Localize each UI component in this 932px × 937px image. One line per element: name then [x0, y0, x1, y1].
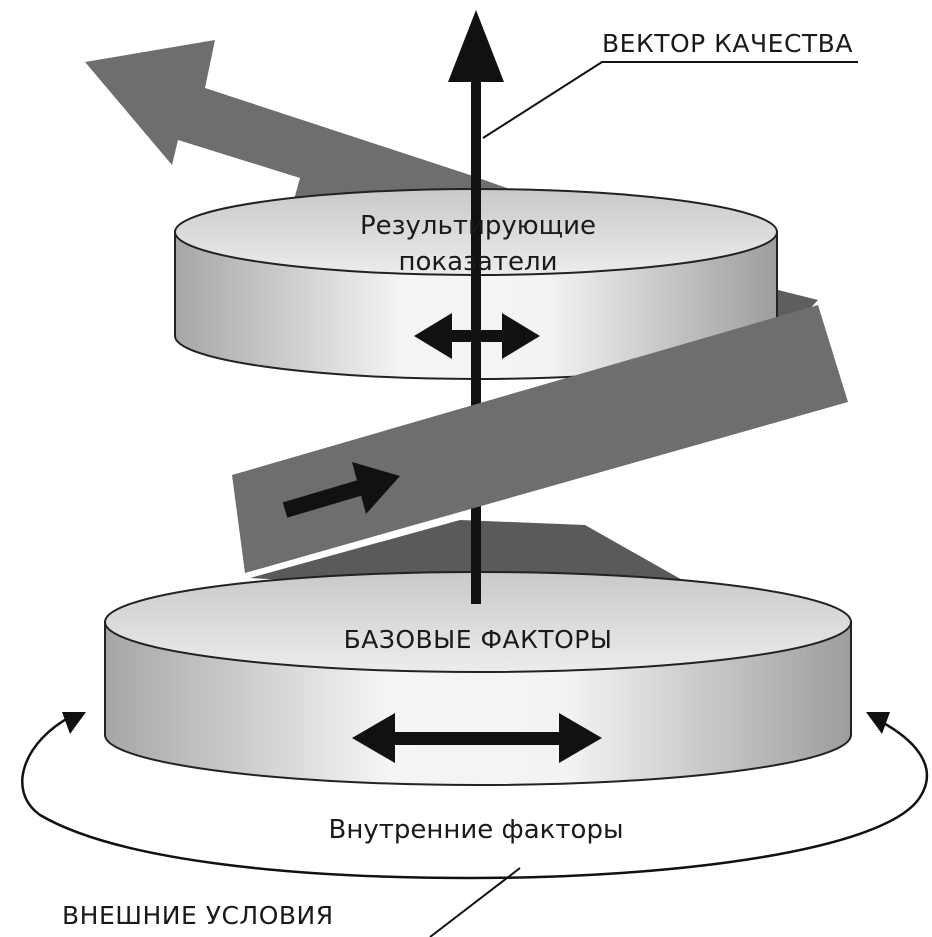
lower-disk	[104, 571, 852, 786]
ribbon-band	[232, 305, 848, 573]
cycle-arrow-right-icon	[866, 712, 890, 734]
result-indicators-label-line2: показатели	[399, 247, 558, 277]
ribbon-direction-arrow-icon	[282, 462, 400, 518]
external-cycle	[21, 712, 929, 880]
base-factors-label: БАЗОВЫЕ ФАКТОРЫ	[344, 625, 613, 654]
quality-vector-label: ВЕКТОР КАЧЕСТВА	[602, 29, 853, 58]
upper-double-arrow-icon	[414, 313, 540, 359]
internal-factors-label: Внутренние факторы	[329, 815, 624, 845]
result-indicators-label-line1: Результирующие	[360, 211, 596, 241]
external-conditions-label: ВНЕШНИЕ УСЛОВИЯ	[62, 901, 334, 930]
leader-lines	[429, 61, 858, 937]
cycle-arrow-left-icon	[62, 712, 86, 734]
lower-double-arrow-icon	[352, 713, 602, 763]
outgoing-ribbon-arrow	[85, 40, 560, 232]
